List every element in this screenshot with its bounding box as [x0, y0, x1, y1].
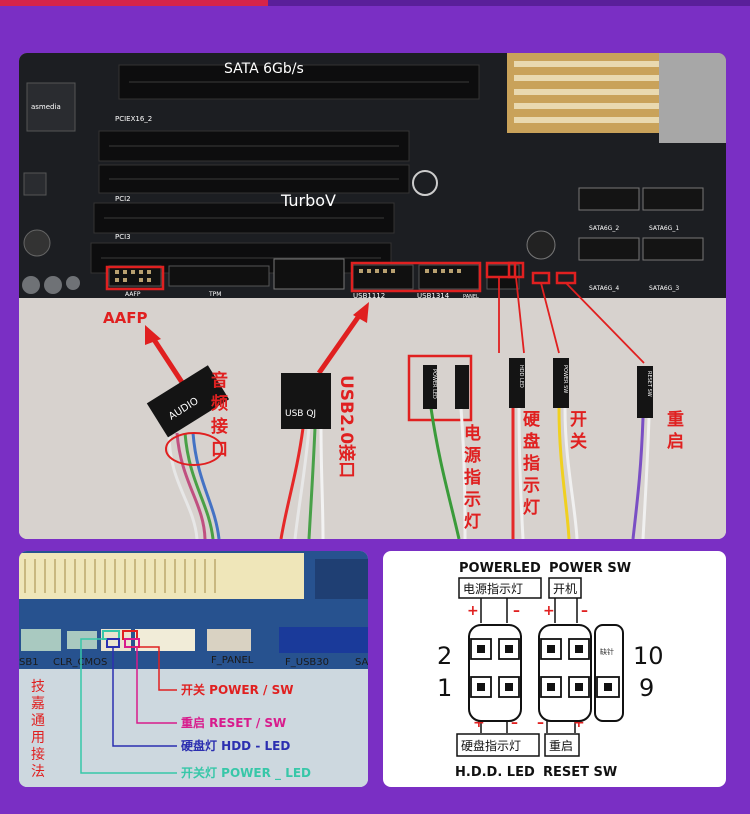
- power-led-cn-box: [458, 577, 542, 599]
- usb1314-board-label: USB1314: [417, 292, 450, 300]
- power-sw-plug-label: POWER SW: [562, 365, 568, 393]
- power-sw-char-2: 关: [570, 431, 587, 452]
- pin-10-label: 10: [633, 642, 664, 670]
- usb-plug-label: USB QJ: [285, 409, 316, 419]
- f-usb30-label: F_USB30: [285, 657, 329, 668]
- power-led-plug-label: POWER LED: [431, 369, 437, 399]
- brand-char-2: 嘉: [31, 696, 45, 712]
- aafp-label: AAFP: [103, 309, 147, 327]
- callout-power-sw: 开关 POWER / SW: [181, 682, 293, 697]
- reset-cn-box: [544, 733, 580, 757]
- brand-char-5: 接: [31, 746, 45, 763]
- sata-board-label: SATA 6Gb/s: [224, 61, 304, 77]
- sata6g3-label: SATA6G_3: [649, 285, 679, 292]
- audio-char-2: 频: [211, 393, 228, 414]
- brand-char-3: 通: [31, 713, 45, 729]
- power-led-char-2: 源: [464, 445, 481, 466]
- callout-power-led: 开关灯 POWER _ LED: [181, 765, 311, 781]
- pin-9-label: 9: [639, 674, 654, 702]
- missing-pin-label: 缺针: [600, 647, 614, 656]
- pin-2-label: 2: [437, 642, 452, 670]
- power-sw-cn-box: [548, 577, 582, 599]
- clr-cmos-label: CLR_CMOS: [53, 657, 107, 668]
- pci3-label: PCI3: [115, 233, 131, 241]
- usb1112-board-label: USB1112: [353, 292, 385, 300]
- chip-brand-label: asmedia: [31, 103, 61, 111]
- power-led-title: POWERLED: [459, 561, 541, 576]
- reset-plug-label: RESET SW: [646, 371, 652, 397]
- power-led-char-3: 指: [464, 467, 481, 488]
- power-led-char-1: 电: [464, 423, 481, 444]
- brand-char-1: 技: [31, 679, 45, 695]
- sa-label: SA: [355, 657, 368, 668]
- top-accent-bar-right: [268, 0, 750, 6]
- hdd-char-1: 硬: [523, 410, 541, 430]
- pin-1-label: 1: [437, 674, 452, 702]
- plus-4: +: [573, 715, 585, 731]
- reset-char-2: 启: [667, 431, 684, 452]
- plus-3: +: [473, 715, 485, 731]
- power-sw-title: POWER SW: [549, 561, 631, 576]
- audio-char-4: 口: [211, 440, 228, 460]
- gigabyte-header-photo: SB1 CLR_CMOS F_PANEL F_USB30 SA 技 嘉 通 用 …: [19, 551, 368, 787]
- tpm-board-label: TPM: [208, 291, 221, 298]
- power-led-char-4: 示: [464, 490, 481, 510]
- plus-2: +: [543, 603, 555, 619]
- power-led-plug-highlight: [407, 354, 473, 422]
- brand-char-4: 用: [31, 730, 45, 746]
- usb20-port-label: USB2.0接口: [336, 375, 357, 478]
- sata6g1-label: SATA6G_1: [649, 225, 679, 232]
- motherboard-photo: asmedia SATA 6Gb/s PCIEX16_2 PCI2 PCI3 T…: [19, 53, 726, 539]
- power-led-pin-highlight: [485, 261, 517, 279]
- aafp-board-label: AAFP: [125, 291, 141, 298]
- reset-char-1: 重: [667, 409, 684, 430]
- pci2-label: PCI2: [115, 195, 131, 203]
- minus-4: –: [537, 715, 544, 731]
- front-panel-pinout-diagram: POWERLED POWER SW 电源指示灯 开机 + – + – + – –…: [383, 551, 726, 787]
- audio-char-3: 接: [211, 416, 228, 437]
- usb-header-highlight: [350, 261, 482, 293]
- hdd-char-2: 盘: [523, 431, 540, 452]
- power-led-char-5: 灯: [464, 512, 481, 532]
- brand-char-6: 法: [31, 764, 45, 780]
- minus-1: –: [513, 603, 520, 619]
- sata6g2-label: SATA6G_2: [589, 225, 619, 232]
- audio-char-1: 音: [211, 370, 228, 391]
- hdd-title: H.D.D. LED: [455, 765, 535, 780]
- minus-2: –: [581, 603, 588, 619]
- power-sw-char-1: 开: [570, 410, 587, 430]
- hdd-char-4: 示: [523, 476, 540, 496]
- f-panel-label: F_PANEL: [211, 655, 254, 666]
- power-led-cn: 电源指示灯: [463, 581, 523, 596]
- reset-title: RESET SW: [543, 765, 617, 780]
- hdd-cn: 硬盘指示灯: [461, 738, 521, 753]
- plus-1: +: [467, 603, 479, 619]
- hdd-cn-box: [456, 733, 540, 757]
- hdd-plug-label: HDD LED: [518, 365, 524, 388]
- panel-board-label: PANEL: [463, 294, 479, 300]
- callout-hdd-led: 硬盘灯 HDD - LED: [181, 738, 290, 753]
- sata6g4-label: SATA6G_4: [589, 285, 619, 292]
- reset-cn: 重启: [549, 739, 573, 753]
- aafp-highlight: [105, 265, 165, 291]
- minus-3: –: [511, 715, 518, 731]
- usb1-label: SB1: [19, 657, 39, 668]
- callout-reset-sw: 重启 RESET / SW: [181, 715, 286, 730]
- pciex16-label: PCIEX16_2: [115, 115, 152, 123]
- power-sw-cn: 开机: [553, 582, 577, 596]
- hdd-char-5: 灯: [523, 498, 540, 518]
- turbov-label: TurboV: [280, 191, 336, 210]
- hdd-char-3: 指: [523, 453, 540, 474]
